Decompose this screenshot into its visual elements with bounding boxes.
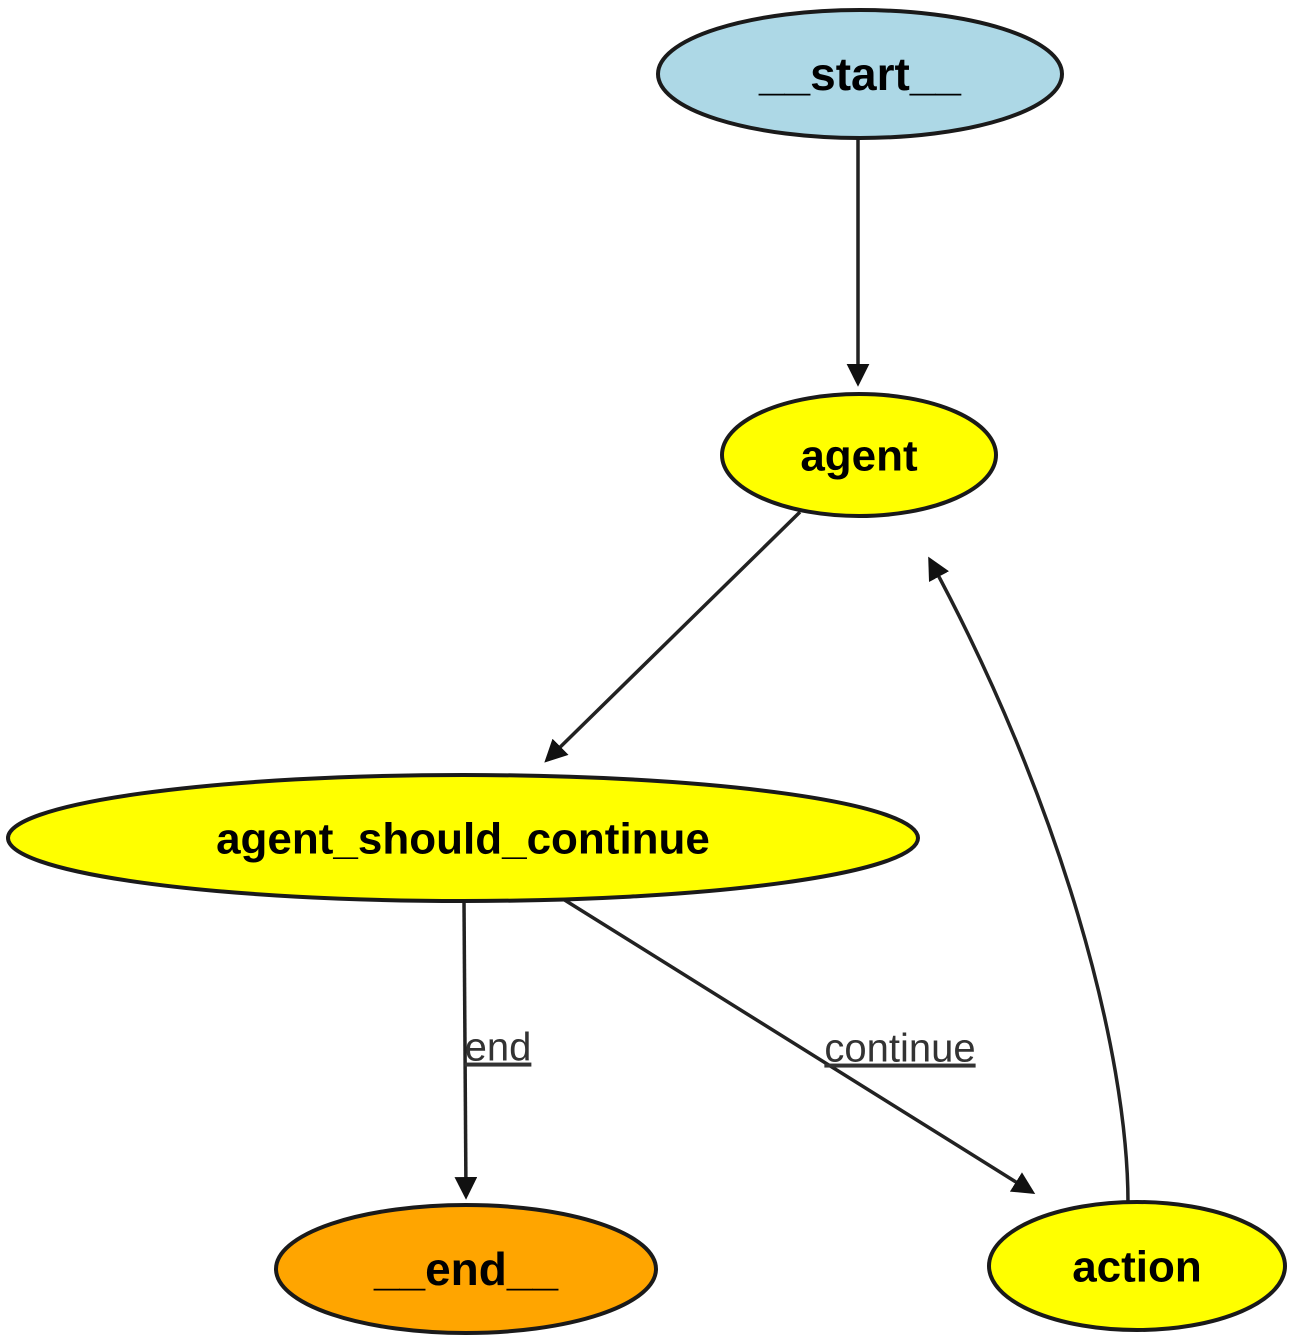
- node-agent-should-continue-shape[interactable]: [6, 773, 920, 903]
- edge-agent-should-continue-to-end: [454, 900, 478, 1200]
- edge-agent-should-continue-to-action: [562, 897, 1036, 1195]
- node-end-shape[interactable]: [274, 1203, 658, 1335]
- node-agent-should-continue[interactable]: agent_should_continue: [6, 773, 920, 903]
- edge-path-continue: [562, 897, 1036, 1195]
- node-agent-should-continue-label: agent_should_continue: [216, 815, 710, 864]
- node-action[interactable]: action: [987, 1200, 1287, 1332]
- node-action-label: action: [1072, 1243, 1202, 1292]
- edge-action-to-agent: [928, 556, 1130, 1204]
- edge-labels-layer: end continue: [465, 1026, 976, 1071]
- node-agent[interactable]: agent: [720, 392, 998, 518]
- node-start-label: __start__: [758, 48, 961, 100]
- edge-label-continue: continue: [824, 1027, 975, 1071]
- edge-path-agent-to-agent-should-continue: [544, 510, 802, 763]
- node-end-label: __end__: [373, 1243, 559, 1295]
- node-end[interactable]: __end__: [274, 1203, 658, 1335]
- edges-layer: [454, 139, 1130, 1204]
- node-start[interactable]: __start__: [656, 8, 1064, 140]
- edge-label-end: end: [465, 1026, 532, 1070]
- node-start-shape[interactable]: [656, 8, 1064, 140]
- node-action-shape[interactable]: [987, 1200, 1287, 1332]
- nodes-layer: __start__ agent agent_should_continue __…: [6, 8, 1287, 1335]
- edge-agent-to-agent-should-continue: [544, 510, 802, 763]
- node-agent-shape[interactable]: [720, 392, 998, 518]
- node-agent-label: agent: [800, 432, 918, 481]
- edge-path-end: [454, 900, 478, 1200]
- edge-path-action-to-agent: [928, 556, 1130, 1204]
